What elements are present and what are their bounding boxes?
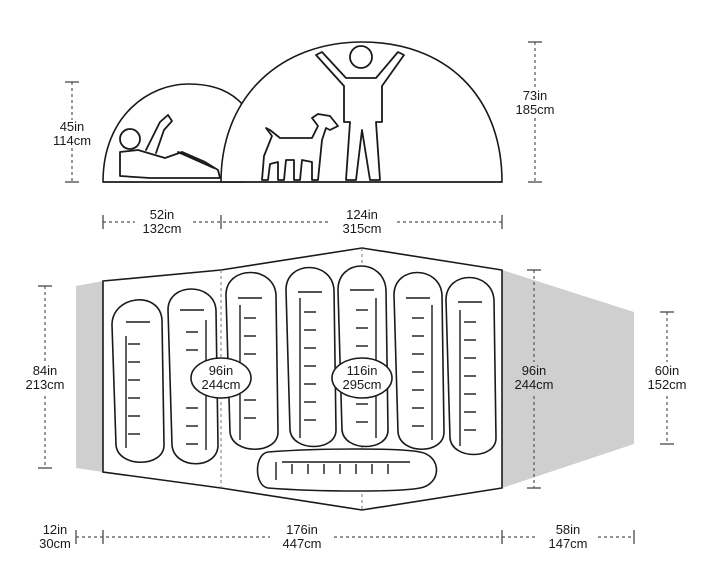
left-vestibule	[76, 281, 103, 472]
person-standing-icon	[315, 45, 405, 181]
large-room-width-label: 116in 295cm	[331, 357, 393, 399]
right-vestibule	[502, 270, 634, 488]
small-dome-height-cm: 114cm	[53, 133, 91, 148]
small-dome-height-dimension: 45in 114cm	[53, 81, 91, 183]
vestibule-width-dimension: 60in 152cm	[647, 311, 687, 445]
small-dome-length-in: 52in	[150, 207, 175, 222]
right-vestibule-depth-cm: 147cm	[548, 536, 587, 551]
small-room-width-cm: 244cm	[201, 377, 240, 392]
sleeping-bag-icon	[445, 276, 497, 456]
large-dome-length-in: 124in	[346, 207, 378, 222]
large-room-width-in: 116in	[347, 363, 378, 378]
sleeping-bag-icon	[256, 448, 438, 492]
sleeping-bags	[111, 265, 497, 492]
right-width-cm: 244cm	[514, 377, 553, 392]
large-room-width-cm: 295cm	[342, 377, 381, 392]
left-vestibule-depth-cm: 30cm	[39, 536, 71, 551]
left-width-dimension: 84in 213cm	[25, 285, 65, 469]
total-length-cm: 447cm	[282, 536, 321, 551]
left-width-in: 84in	[33, 363, 58, 378]
large-dome-height-in: 73in	[523, 88, 548, 103]
left-width-cm: 213cm	[25, 377, 64, 392]
floor-length-dimensions: 12in 30cm 176in 447cm 58in 147cm	[39, 522, 635, 552]
sleeping-bag-icon	[111, 299, 165, 464]
total-length-in: 176in	[286, 522, 318, 537]
large-dome-length-cm: 315cm	[342, 221, 381, 236]
right-width-dimension: 96in 244cm	[514, 269, 554, 489]
side-view: 45in 114cm 73in 185cm 52in 132cm 124in 3…	[53, 41, 555, 236]
person-lying-icon	[119, 114, 221, 179]
large-dome-height-cm: 185cm	[515, 102, 554, 117]
small-dome-height-in: 45in	[60, 119, 85, 134]
side-length-dimensions: 52in 132cm 124in 315cm	[102, 206, 503, 236]
sleeping-bag-icon	[393, 271, 445, 451]
vestibule-width-cm: 152cm	[647, 377, 686, 392]
sleeping-bag-icon	[225, 271, 279, 451]
floor-plan: 96in 244cm 116in 295cm 84in 213cm 96in 2…	[25, 247, 687, 552]
small-dome-length-cm: 132cm	[142, 221, 181, 236]
right-width-in: 96in	[522, 363, 547, 378]
large-dome-height-dimension: 73in 185cm	[515, 41, 555, 183]
sleeping-bag-icon	[337, 265, 389, 448]
small-room-width-in: 96in	[209, 363, 234, 378]
dog-icon	[261, 113, 339, 181]
left-vestibule-depth-in: 12in	[43, 522, 68, 537]
small-room-width-label: 96in 244cm	[190, 357, 252, 399]
sleeping-bag-icon	[285, 266, 337, 448]
vestibule-width-in: 60in	[655, 363, 680, 378]
right-vestibule-depth-in: 58in	[556, 522, 581, 537]
